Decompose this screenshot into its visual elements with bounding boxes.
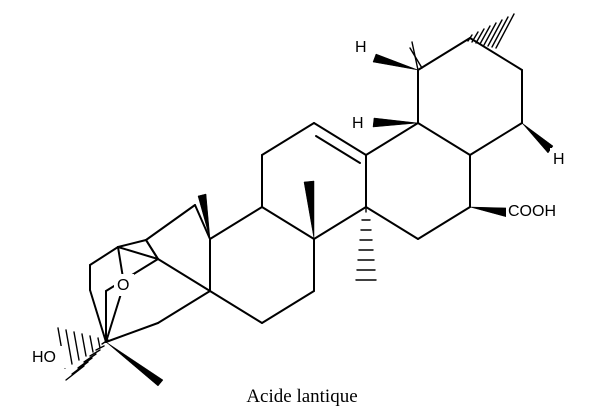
ring-c (261, 122, 367, 240)
atom-label-h-top: H (355, 39, 367, 56)
diagram-caption: Acide lantique (246, 386, 358, 407)
atom-label-oxygen: O (117, 277, 129, 294)
atom-labels: H H H COOH O HO (30, 36, 570, 368)
atom-label-hydroxyl: HO (32, 349, 56, 366)
hashed-wedges (57, 13, 515, 381)
ring-d (365, 122, 471, 240)
ring-a (89, 204, 211, 343)
solid-wedges (105, 53, 554, 387)
atom-label-h-right: H (553, 151, 565, 168)
atom-label-h-mid: H (352, 115, 364, 132)
ring-e (417, 37, 523, 156)
ring-b (209, 206, 315, 324)
atom-label-cooh: COOH (508, 203, 556, 220)
